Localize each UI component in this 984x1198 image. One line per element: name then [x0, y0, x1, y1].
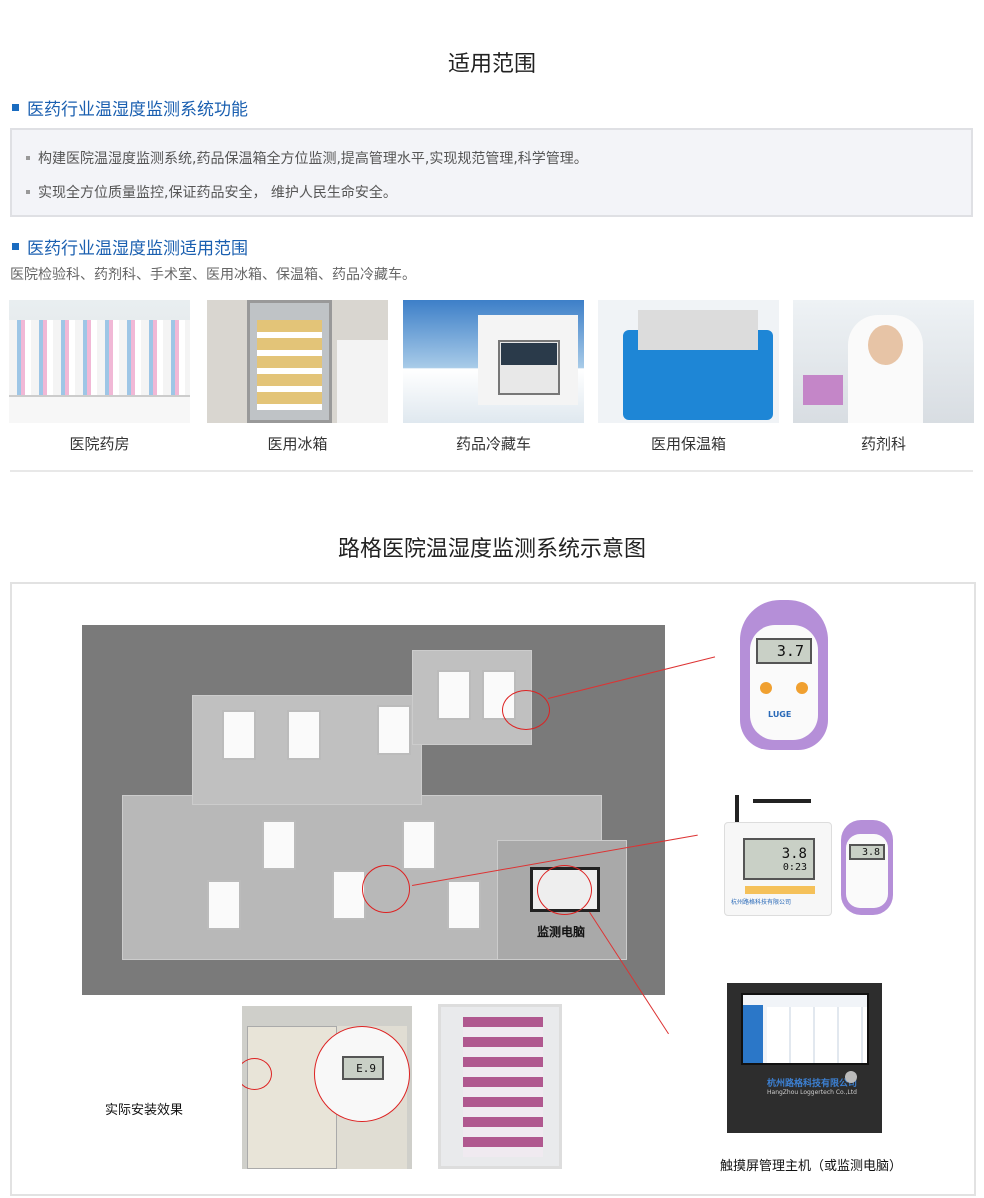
wireless-logger-device: 3.8 0:23 杭州路格科技有限公司 [724, 822, 832, 916]
bullet-square-icon [12, 104, 19, 111]
scene-caption: 医院药房 [69, 435, 130, 453]
logger-time: 0:23 [782, 861, 807, 873]
company-name-en: HangZhou Loggertech Co.,Ltd [767, 1089, 857, 1096]
installation-photo-2 [438, 1004, 562, 1169]
company-name: 杭州路格科技有限公司 [767, 1079, 858, 1089]
handheld-logger-device: 3.7 LUGE [740, 600, 828, 750]
handheld-display: 3.7 [756, 638, 812, 664]
brand-logo: LUGE [768, 710, 792, 719]
computer-label: 监测电脑 [537, 925, 586, 939]
section-heading-text: 医药行业温湿度监测适用范围 [27, 239, 248, 259]
bullet-square-icon [12, 243, 19, 250]
scope-text: 医院检验科、药剂科、手术室、医用冰箱、保温箱、药品冷藏车。 [10, 267, 416, 283]
logger-display: 3.8 [781, 845, 807, 862]
function-text: 实现全方位质量监控,保证药品安全， 维护人民生命安全。 [38, 185, 397, 201]
scene-caption: 药剂科 [860, 435, 906, 453]
installation-photo-1: E.9 [242, 1006, 412, 1169]
scene-image-fridge [207, 300, 388, 423]
scene-caption: 药品冷藏车 [455, 435, 531, 453]
bullet-icon [26, 190, 30, 194]
scene-caption: 医用冰箱 [267, 435, 328, 453]
page-title: 适用范围 [447, 52, 536, 77]
scene-image-truck [403, 300, 584, 423]
scene-image-pharmacy [9, 300, 190, 423]
function-text: 构建医院温湿度监测系统,药品保温箱全方位监测,提高管理水平,实现规范管理,科学管… [38, 151, 588, 167]
diagram-title: 路格医院温湿度监测系统示意图 [337, 537, 646, 562]
scene-image-lab [793, 300, 974, 423]
install-display: E.9 [342, 1056, 384, 1080]
floor-plan-illustration: 监测电脑 [82, 625, 665, 995]
bullet-icon [26, 156, 30, 160]
function-item: 构建医院温湿度监测系统,药品保温箱全方位监测,提高管理水平,实现规范管理,科学管… [26, 148, 588, 168]
antenna-icon [723, 795, 831, 885]
small-display: 3.8 [849, 844, 885, 860]
small-handheld-device: 3.8 [841, 820, 893, 915]
function-item: 实现全方位质量监控,保证药品安全， 维护人民生命安全。 [26, 182, 397, 202]
section-heading-text: 医药行业温湿度监测系统功能 [27, 100, 248, 120]
scene-caption: 医用保温箱 [650, 435, 726, 453]
functions-box [10, 128, 973, 217]
host-label: 触摸屏管理主机（或监测电脑） [720, 1159, 903, 1174]
scene-image-cooler-box [598, 300, 779, 423]
touchscreen-host-device: 杭州路格科技有限公司 HangZhou Loggertech Co.,Ltd [727, 983, 882, 1133]
section-heading-scope: 医药行业温湿度监测适用范围 [12, 234, 248, 259]
divider [10, 470, 973, 472]
company-name: 杭州路格科技有限公司 [731, 899, 792, 906]
section-heading-functions: 医药行业温湿度监测系统功能 [12, 95, 248, 120]
install-label: 实际安装效果 [105, 1103, 184, 1118]
diagram-frame [10, 582, 976, 1196]
